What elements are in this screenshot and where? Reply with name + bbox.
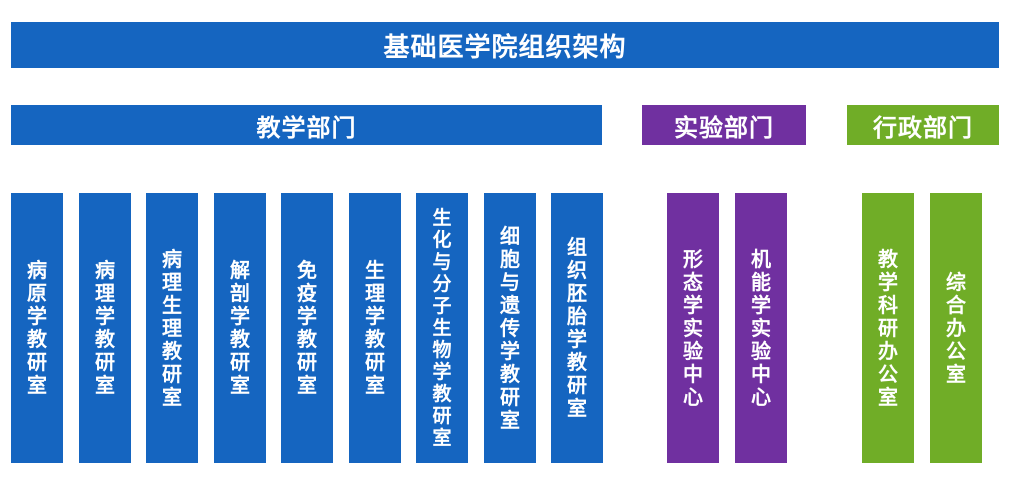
unit-admin-1: 综合办公室 [930, 193, 982, 463]
unit-teaching-7: 细胞与遗传学教研室 [484, 193, 536, 463]
org-chart-title: 基础医学院组织架构 [11, 22, 999, 68]
unit-admin-0: 教学科研办公室 [862, 193, 914, 463]
unit-teaching-5: 生理学教研室 [349, 193, 401, 463]
unit-teaching-6: 生化与分子生物学教研室 [416, 193, 468, 463]
unit-teaching-0: 病原学教研室 [11, 193, 63, 463]
unit-teaching-1: 病理学教研室 [79, 193, 131, 463]
dept-header-admin: 行政部门 [847, 105, 999, 145]
unit-teaching-3: 解剖学教研室 [214, 193, 266, 463]
unit-teaching-8: 组织胚胎学教研室 [551, 193, 603, 463]
dept-header-lab: 实验部门 [642, 105, 806, 145]
unit-lab-1: 机能学实验中心 [735, 193, 787, 463]
unit-teaching-2: 病理生理教研室 [146, 193, 198, 463]
unit-teaching-4: 免疫学教研室 [281, 193, 333, 463]
dept-header-teaching: 教学部门 [11, 105, 602, 145]
unit-lab-0: 形态学实验中心 [667, 193, 719, 463]
